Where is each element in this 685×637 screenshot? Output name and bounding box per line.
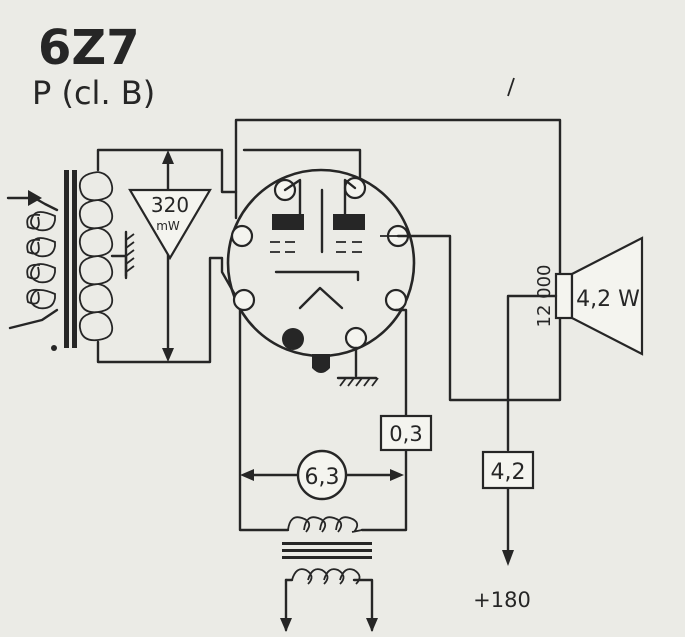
anode-current-value: 4,2: [491, 460, 526, 485]
heater-current-box: 0,3: [379, 414, 433, 452]
input-power-value: 320: [151, 193, 189, 217]
grid-wire-top: [242, 148, 362, 182]
tube-6Z7: [226, 168, 416, 373]
input-transformer: [8, 148, 240, 364]
heater-voltage-value: 6,3: [305, 465, 340, 490]
stray-mark: [507, 77, 515, 97]
loudspeaker: 4,2 W: [554, 236, 644, 356]
input-arrow: [6, 190, 42, 206]
anode-voltage-value: +180: [473, 588, 531, 612]
heater-current-value: 0,3: [389, 422, 422, 446]
input-power-unit: mW: [156, 219, 180, 233]
tube-title: 6Z7: [38, 20, 140, 76]
anode-supply: 4,2 +180: [473, 294, 558, 612]
heater-voltage-indicator: 6,3: [240, 449, 404, 501]
ground-symbol-cathode: [336, 346, 379, 387]
anode-wire: [396, 234, 562, 402]
input-power-indicator: 320 mW: [128, 150, 212, 362]
anode-wire-top: [234, 118, 562, 276]
tube-mode: P (cl. B): [32, 74, 155, 112]
heater-wire-left: [238, 308, 290, 532]
heater-transformer: [280, 516, 378, 632]
ground-symbol-input: [124, 230, 135, 280]
output-power-value: 4,2 W: [576, 287, 640, 312]
